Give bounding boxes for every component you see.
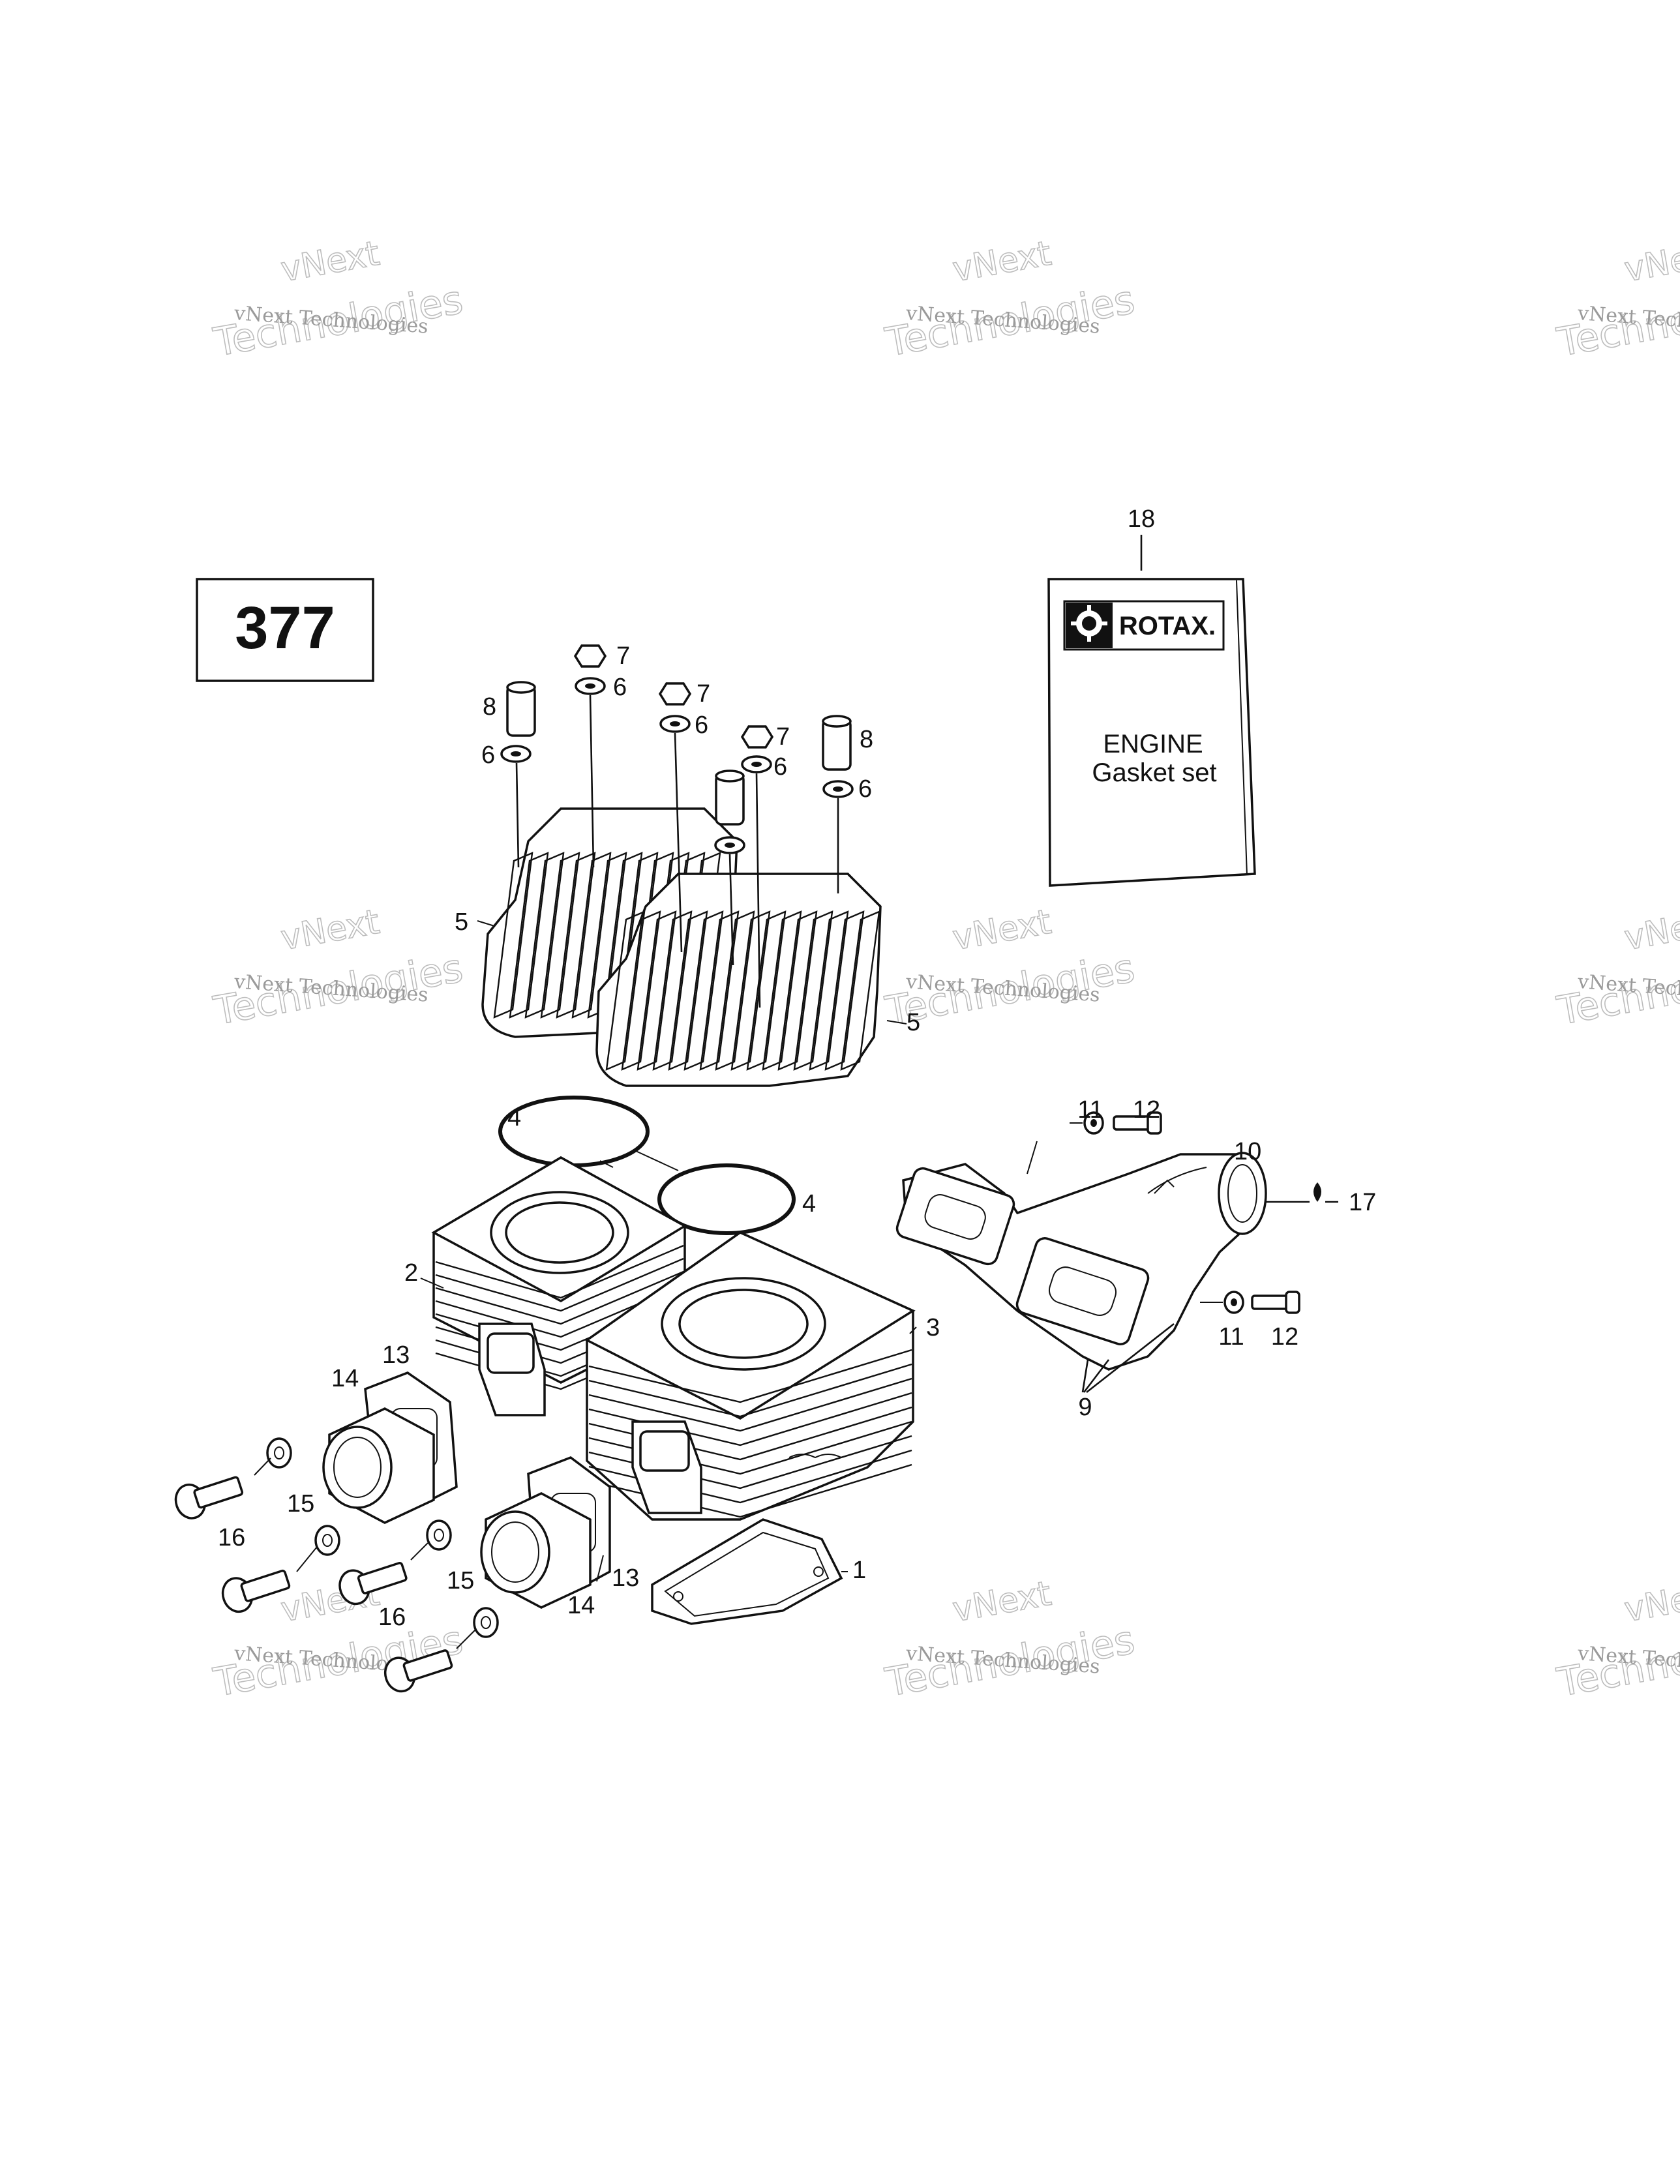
gasket-set-booklet: ROTAX. ENGINE Gasket set (1047, 535, 1256, 887)
watermark-vnext: vNext (1621, 903, 1680, 958)
callout-9: 9 (1078, 1394, 1092, 1421)
watermark-vnext: vNext (1621, 234, 1680, 290)
callout-16: 16 (378, 1604, 406, 1631)
cylinder-right (584, 1231, 916, 1521)
watermark-vnext: vNext (278, 234, 382, 290)
callout-15: 15 (447, 1567, 474, 1594)
base-gasket (651, 1518, 843, 1625)
callout-17: 17 (1349, 1189, 1376, 1216)
callout-8: 8 (483, 693, 496, 721)
callout-6: 6 (858, 775, 872, 803)
watermark-vnext: vNext (950, 234, 1054, 290)
callout-4: 4 (802, 1190, 816, 1218)
callout-6: 6 (613, 674, 627, 701)
callout-14: 14 (331, 1365, 359, 1392)
intake-hardware (174, 1437, 499, 1693)
exhaust-hardware (1070, 1111, 1338, 1394)
callout-7: 7 (616, 642, 630, 670)
watermark-vnext: vNext (950, 1574, 1054, 1630)
watermark-vnext: vNext (278, 903, 382, 958)
callout-5: 5 (907, 1009, 920, 1036)
callout-8: 8 (860, 726, 873, 753)
callout-7: 7 (776, 723, 790, 751)
callout-12: 12 (1133, 1096, 1160, 1124)
intake-socket-lower (480, 1456, 611, 1609)
leader-lines (420, 920, 917, 1582)
callout-5: 5 (455, 908, 468, 936)
callout-15: 15 (287, 1490, 314, 1518)
brand-label: ROTAX. (1119, 612, 1216, 640)
booklet-title: ENGINE (1103, 730, 1203, 758)
exhaust-manifold (895, 1141, 1267, 1371)
callout-11: 11 (1218, 1323, 1244, 1351)
diagram-number: 377 (235, 595, 335, 661)
callout-2: 2 (404, 1259, 418, 1287)
watermark-vnext: vNext (1621, 1574, 1680, 1630)
callout-3: 3 (926, 1314, 940, 1341)
callout-10: 10 (1234, 1138, 1261, 1165)
callout-16: 16 (218, 1524, 245, 1551)
callout-labels: 18 7 6 7 6 7 6 8 6 8 6 5 5 4 4 11 12 10 … (218, 505, 1376, 1631)
callout-13: 13 (612, 1564, 639, 1592)
callout-13: 13 (382, 1341, 410, 1369)
head-hardware (500, 644, 854, 1008)
callout-14: 14 (567, 1592, 595, 1619)
callout-7: 7 (697, 680, 710, 708)
callout-18: 18 (1128, 505, 1155, 533)
callout-6: 6 (695, 711, 708, 739)
callout-4: 4 (507, 1104, 521, 1131)
booklet-subtitle: Gasket set (1092, 758, 1216, 787)
cylinder-left (431, 1156, 687, 1416)
callout-11: 11 (1077, 1096, 1103, 1124)
callout-6: 6 (773, 753, 787, 781)
diagram-number-box: 377 (196, 578, 374, 682)
intake-socket-upper (322, 1371, 458, 1524)
callout-1: 1 (852, 1557, 866, 1584)
callout-6: 6 (481, 741, 495, 769)
cylinder-head-right (595, 873, 882, 1087)
callout-12: 12 (1271, 1323, 1298, 1351)
watermark-vnext: vNext (950, 903, 1054, 958)
rotax-logo-icon: ROTAX. (1063, 600, 1225, 651)
